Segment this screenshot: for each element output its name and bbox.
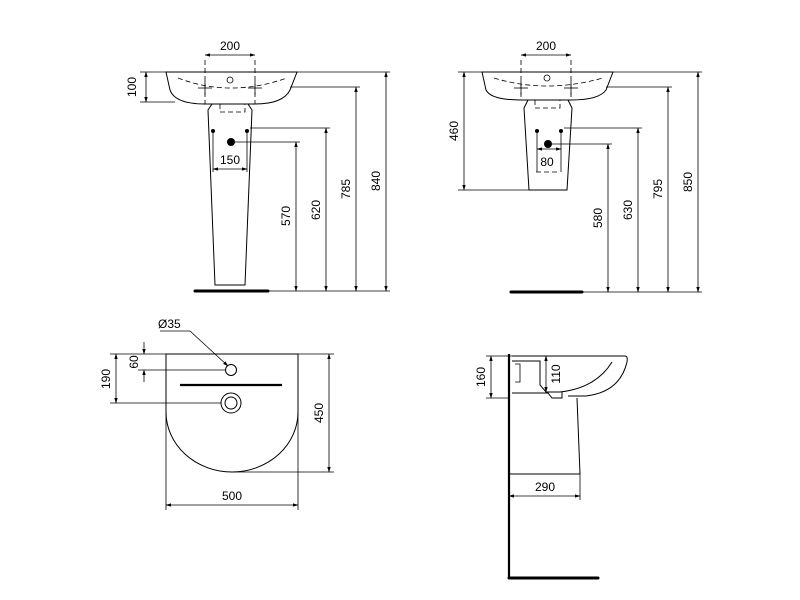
dim-fixing-spacing: 80 bbox=[536, 131, 562, 172]
side-view: 160 110 290 bbox=[474, 354, 628, 580]
waste-outlet bbox=[220, 392, 242, 414]
dim-waste-height: 570 bbox=[235, 141, 300, 292]
dim-tap-hole-offset: 60 bbox=[127, 342, 225, 382]
dim-rim-height: 840 bbox=[268, 71, 390, 292]
dim-waste-offset: 190 bbox=[99, 353, 221, 404]
dim-overflow-height: 110 bbox=[544, 355, 563, 393]
svg-text:630: 630 bbox=[621, 200, 635, 220]
svg-text:110: 110 bbox=[549, 364, 563, 383]
svg-text:Ø35: Ø35 bbox=[158, 317, 181, 331]
svg-text:795: 795 bbox=[651, 179, 665, 199]
front-view-pedestal: 200 100 150 570 620 785 bbox=[125, 39, 390, 293]
svg-text:785: 785 bbox=[339, 179, 353, 199]
svg-text:80: 80 bbox=[540, 155, 554, 169]
waste-dot bbox=[544, 140, 552, 148]
svg-text:100: 100 bbox=[125, 77, 139, 97]
svg-text:500: 500 bbox=[222, 489, 242, 503]
svg-text:450: 450 bbox=[312, 403, 326, 423]
dim-tap-hole-diameter: Ø35 bbox=[158, 317, 229, 367]
svg-text:200: 200 bbox=[536, 39, 556, 53]
dim-fixing-spacing: 150 bbox=[212, 131, 248, 172]
dim-tap-spacing: 200 bbox=[204, 39, 256, 57]
dim-fixing-height: 630 bbox=[564, 127, 642, 293]
svg-text:570: 570 bbox=[279, 206, 293, 226]
dim-rim-inner-height: 795 bbox=[606, 86, 672, 293]
svg-text:200: 200 bbox=[220, 39, 240, 53]
dim-rim-inner-height: 785 bbox=[290, 86, 360, 292]
svg-text:840: 840 bbox=[369, 171, 383, 191]
dim-pedestal-depth: 290 bbox=[508, 474, 581, 500]
svg-text:160: 160 bbox=[474, 367, 488, 387]
svg-text:290: 290 bbox=[535, 480, 555, 494]
tap-hole bbox=[225, 364, 237, 376]
dim-tap-spacing: 200 bbox=[520, 39, 572, 57]
dim-rim-height: 850 bbox=[582, 71, 702, 293]
dim-front-height: 160 bbox=[474, 355, 512, 399]
svg-text:150: 150 bbox=[220, 153, 240, 167]
dim-bowl-depth: 100 bbox=[125, 71, 175, 103]
dim-fixing-height: 620 bbox=[250, 127, 330, 292]
svg-text:620: 620 bbox=[309, 200, 323, 220]
dim-waste-height: 580 bbox=[552, 143, 612, 293]
svg-text:460: 460 bbox=[447, 121, 461, 141]
svg-text:580: 580 bbox=[591, 208, 605, 228]
svg-text:60: 60 bbox=[127, 355, 141, 369]
front-view-semi-pedestal: 200 460 80 580 630 795 bbox=[447, 39, 702, 294]
svg-text:850: 850 bbox=[681, 172, 695, 192]
dim-depth: 450 bbox=[232, 353, 334, 473]
dim-bowl-height: 460 bbox=[447, 71, 529, 191]
svg-text:190: 190 bbox=[99, 369, 113, 389]
plan-view: Ø35 60 190 450 500 bbox=[99, 317, 334, 510]
waste-dot bbox=[227, 138, 235, 146]
dim-width: 500 bbox=[165, 412, 299, 510]
